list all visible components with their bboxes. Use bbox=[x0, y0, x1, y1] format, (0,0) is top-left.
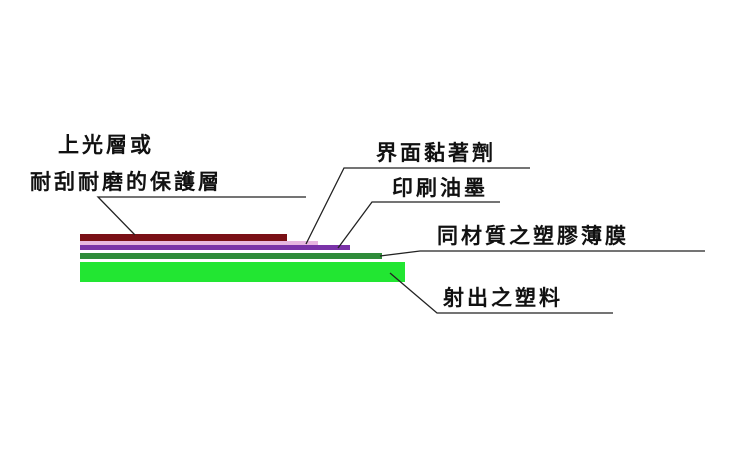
molded-plastic-layer bbox=[80, 262, 405, 282]
protective-layer bbox=[80, 234, 287, 241]
label-protective-line2: 耐刮耐磨的保護層 bbox=[30, 170, 222, 194]
layer-stack bbox=[80, 234, 405, 282]
labels: 上光層或 耐刮耐磨的保護層 界面黏著劑 印刷油墨 同材質之塑膠薄膜 射出之塑料 bbox=[30, 133, 629, 310]
label-film: 同材質之塑膠薄膜 bbox=[437, 224, 629, 248]
label-protective-line1: 上光層或 bbox=[58, 133, 154, 157]
leader-lines bbox=[96, 167, 705, 314]
ink-layer bbox=[80, 245, 350, 250]
label-molded-plastic: 射出之塑料 bbox=[442, 286, 563, 310]
label-adhesive: 界面黏著劑 bbox=[376, 141, 496, 165]
adhesive-layer bbox=[80, 241, 318, 245]
film-layer bbox=[80, 253, 382, 259]
leader-adhesive bbox=[305, 167, 530, 245]
leader-film bbox=[379, 250, 705, 257]
leader-protective bbox=[96, 196, 306, 236]
leader-ink bbox=[337, 201, 500, 249]
label-ink: 印刷油墨 bbox=[392, 176, 488, 200]
leader-molded-plastic bbox=[389, 272, 613, 314]
